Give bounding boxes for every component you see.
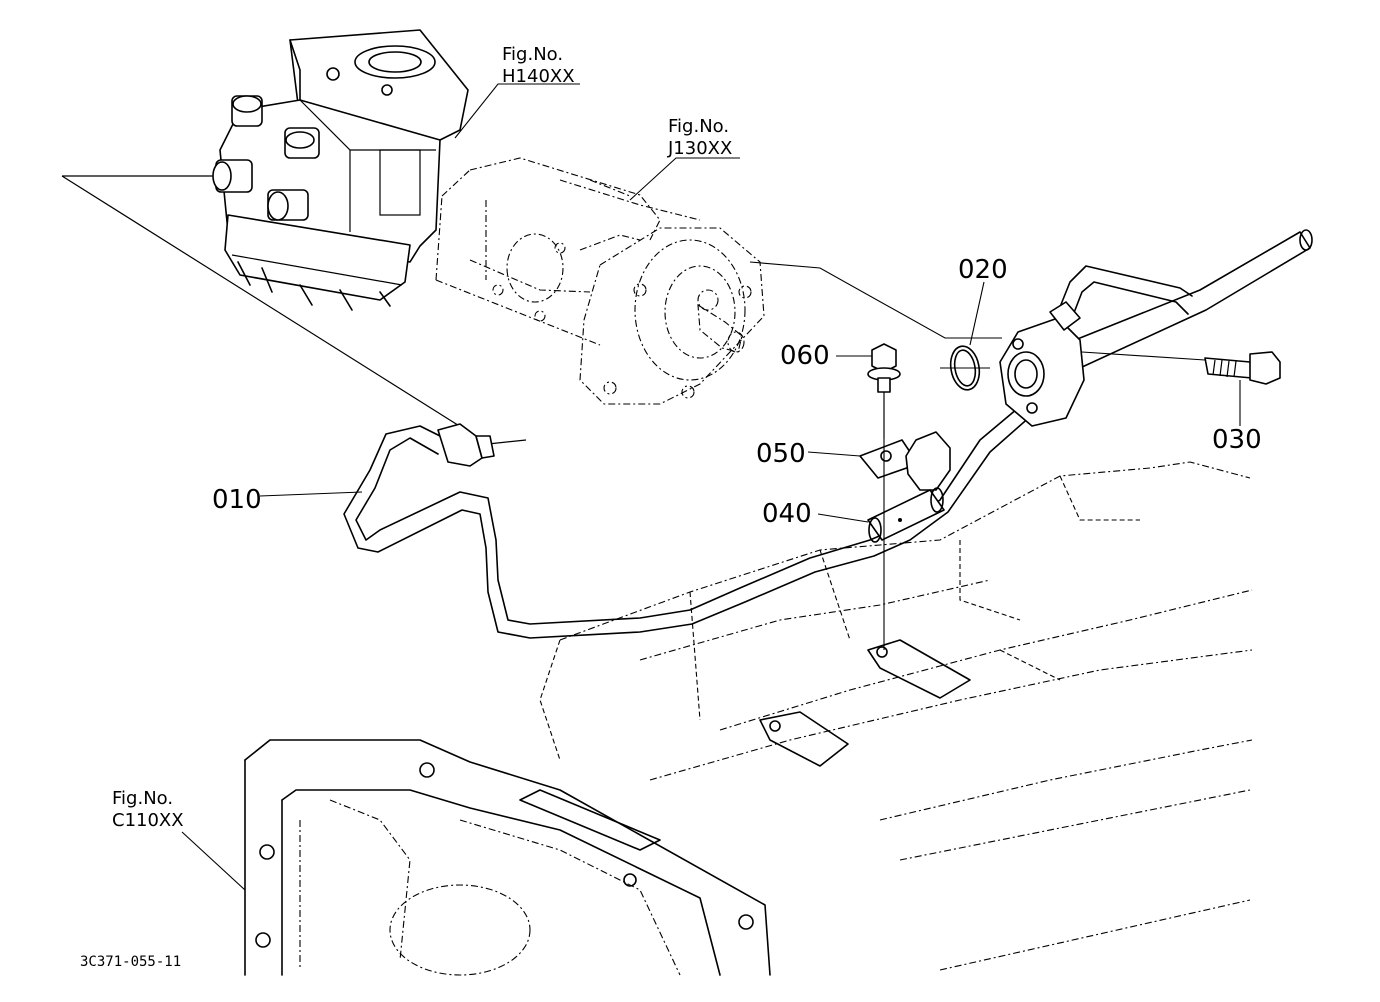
o-ring-drawing [949,345,981,391]
callout-o-ring[interactable]: 020 [958,255,1008,285]
transmission-case-drawing [181,461,1253,976]
clamp-drawing [807,431,951,491]
figure-ref-line1: Fig.No. [112,788,173,809]
hydraulic-pump-drawing [435,157,1002,405]
callout-pipe[interactable]: 010 [212,485,262,515]
figure-ref-line1: Fig.No. [668,116,729,137]
bolt-drawing [1204,351,1281,426]
clamp-bolt-drawing [836,343,901,438]
figure-ref-line2: C110XX [112,810,184,831]
drawing-number: 3C371-055-11 [80,954,181,970]
figure-ref-steering-unit[interactable]: Fig.No. H140XX [502,44,575,87]
callout-clamp[interactable]: 050 [756,439,806,469]
figure-ref-hydraulic-pump[interactable]: Fig.No. J130XX [667,116,732,159]
callout-clamp-bolt[interactable]: 060 [780,341,830,371]
callout-bolt[interactable]: 030 [1212,425,1262,455]
figure-ref-line2: H140XX [502,66,575,87]
figure-ref-line2: J130XX [667,138,732,159]
figure-ref-transmission-case[interactable]: Fig.No. C110XX [112,788,184,831]
cushion-drawing [817,487,945,543]
callout-cushion[interactable]: 040 [762,499,812,529]
figure-ref-line1: Fig.No. [502,44,563,65]
pipe-drawing [343,229,1313,639]
steering-unit-drawing [61,29,580,445]
